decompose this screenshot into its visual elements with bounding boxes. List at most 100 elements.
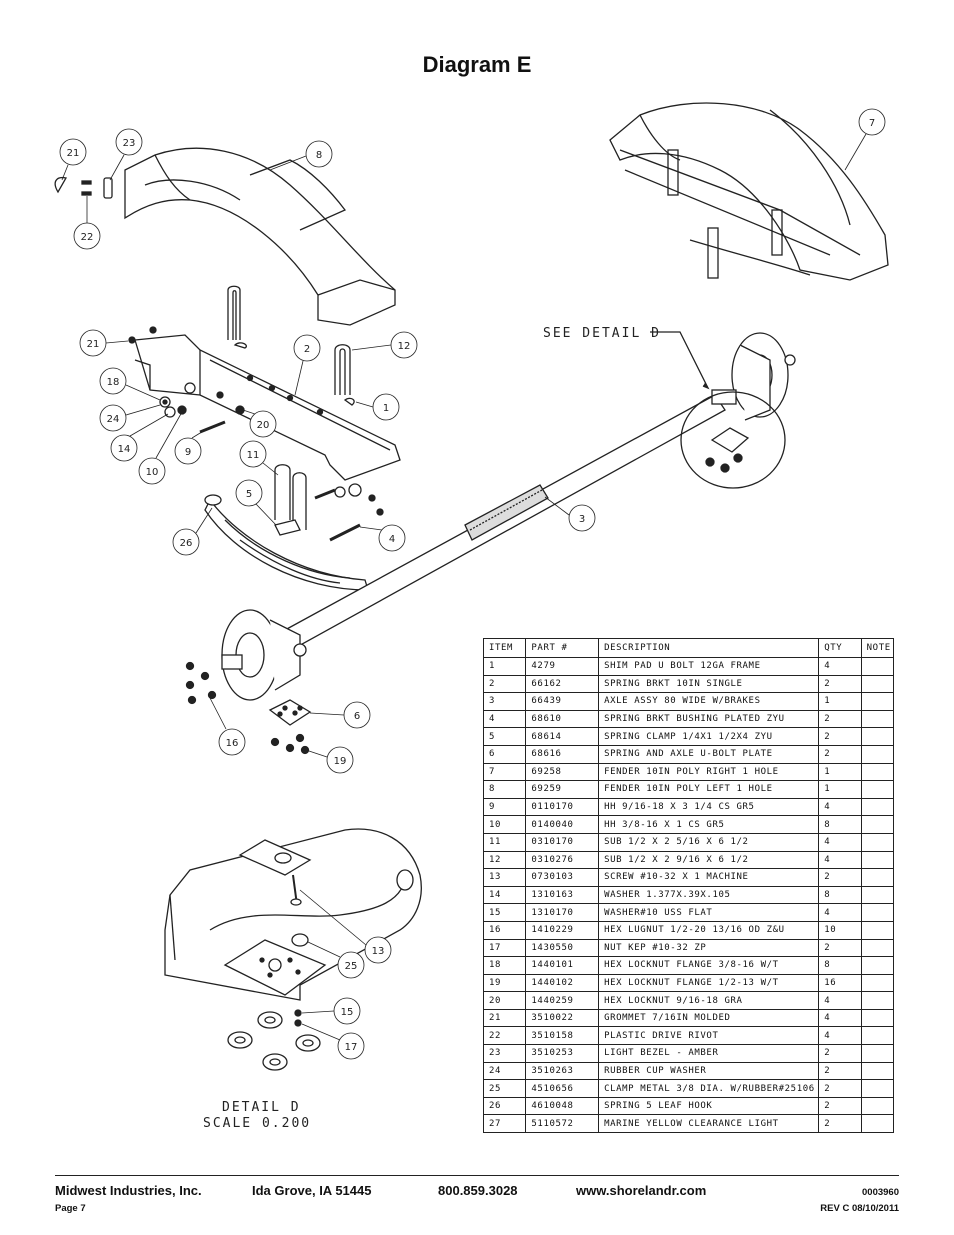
col-qty: QTY [818,638,862,658]
svg-text:3: 3 [579,514,585,525]
table-cell: 4 [818,657,862,676]
table-cell: 2 [482,674,527,694]
svg-text:11: 11 [247,450,260,461]
table-cell [860,832,895,852]
table-cell: SHIM PAD U BOLT 12GA FRAME [598,657,820,676]
table-cell [860,780,895,799]
frame-hardware [128,326,384,542]
table-cell: 1310170 [525,903,600,922]
table-cell: 4 [482,709,527,729]
footer-web[interactable]: www.shorelandr.com [576,1183,707,1198]
table-cell: 3510022 [525,1008,600,1028]
scale-label: SCALE 0.200 [203,1116,311,1131]
table-cell [860,1008,895,1028]
table-cell: PLASTIC DRIVE RIVOT [598,1026,820,1046]
table-cell: 66162 [525,674,600,694]
table-cell: 16 [482,920,527,940]
svg-text:20: 20 [257,420,270,431]
table-cell: 1310163 [525,885,600,905]
svg-text:14: 14 [118,444,131,455]
table-cell: SPRING AND AXLE U-BOLT PLATE [598,744,820,764]
callout-18 [99,367,127,395]
table-cell: 2 [818,1114,862,1134]
col-note: NOTE [860,638,895,658]
table-cell: CLAMP METAL 3/8 DIA. W/RUBBER#25106 [598,1079,820,1098]
table-cell: 15 [482,903,527,922]
table-cell: 4 [818,797,862,817]
table-cell: 1 [818,762,862,782]
svg-text:25: 25 [345,961,358,972]
page-title: Diagram E [422,52,532,77]
callout-4 [378,524,406,552]
table-cell: 1410229 [525,920,600,940]
table-cell: 6 [482,744,527,764]
table-cell [860,762,895,782]
leaf-spring [204,494,369,591]
table-cell: SUB 1/2 X 2 9/16 X 6 1/2 [598,850,820,870]
svg-text:18: 18 [107,377,120,388]
table-cell: 23 [482,1044,527,1063]
table-cell: 2 [818,744,862,764]
table-cell: 4510656 [525,1079,600,1098]
callout-26 [172,528,200,556]
table-cell: 5110572 [525,1114,600,1134]
footer-company: Midwest Industries, Inc. [55,1183,202,1198]
table-cell: 1430550 [525,938,600,958]
table-cell: NUT KEP #10-32 ZP [598,938,820,958]
table-cell: 7 [482,762,527,782]
table-cell: 4 [818,850,862,870]
table-cell: 69258 [525,762,600,782]
table-cell [860,1114,895,1134]
callout-14 [110,434,138,462]
table-cell: 68616 [525,744,600,764]
table-cell: SUB 1/2 X 2 5/16 X 6 1/2 [598,832,820,852]
table-cell: 3510253 [525,1044,600,1063]
table-cell: HEX LOCKNUT FLANGE 3/8-16 W/T [598,956,820,975]
table-cell [860,991,895,1010]
table-cell: FENDER 10IN POLY LEFT 1 HOLE [598,780,820,799]
right-hub-assembly [711,332,796,421]
svg-text:21: 21 [87,339,100,350]
left-fender [124,147,396,326]
table-cell: 12 [482,850,527,870]
svg-text:23: 23 [123,138,136,149]
table-cell: 22 [482,1026,527,1046]
table-cell: 19 [482,973,527,993]
footer-doc-number: 0003960 [862,1187,899,1198]
table-cell: 8 [818,956,862,975]
table-cell: HEX LOCKNUT 9/16-18 GRA [598,991,820,1010]
table-cell: 1440259 [525,991,600,1010]
table-cell: 4 [818,991,862,1010]
detail-d-view [164,828,422,1071]
table-cell: 4 [818,832,862,852]
svg-text:15: 15 [341,1007,354,1018]
table-cell [860,938,895,958]
table-cell: 4279 [525,657,600,676]
table-cell: 2 [818,709,862,729]
table-cell: 16 [818,973,862,993]
table-cell: 0110170 [525,797,600,817]
table-cell: 18 [482,956,527,975]
table-cell: 24 [482,1061,527,1081]
table-cell: 21 [482,1008,527,1028]
table-cell: HH 3/8-16 X 1 CS GR5 [598,815,820,834]
table-cell: 68610 [525,709,600,729]
table-cell: AXLE ASSY 80 WIDE W/BRAKES [598,692,820,711]
